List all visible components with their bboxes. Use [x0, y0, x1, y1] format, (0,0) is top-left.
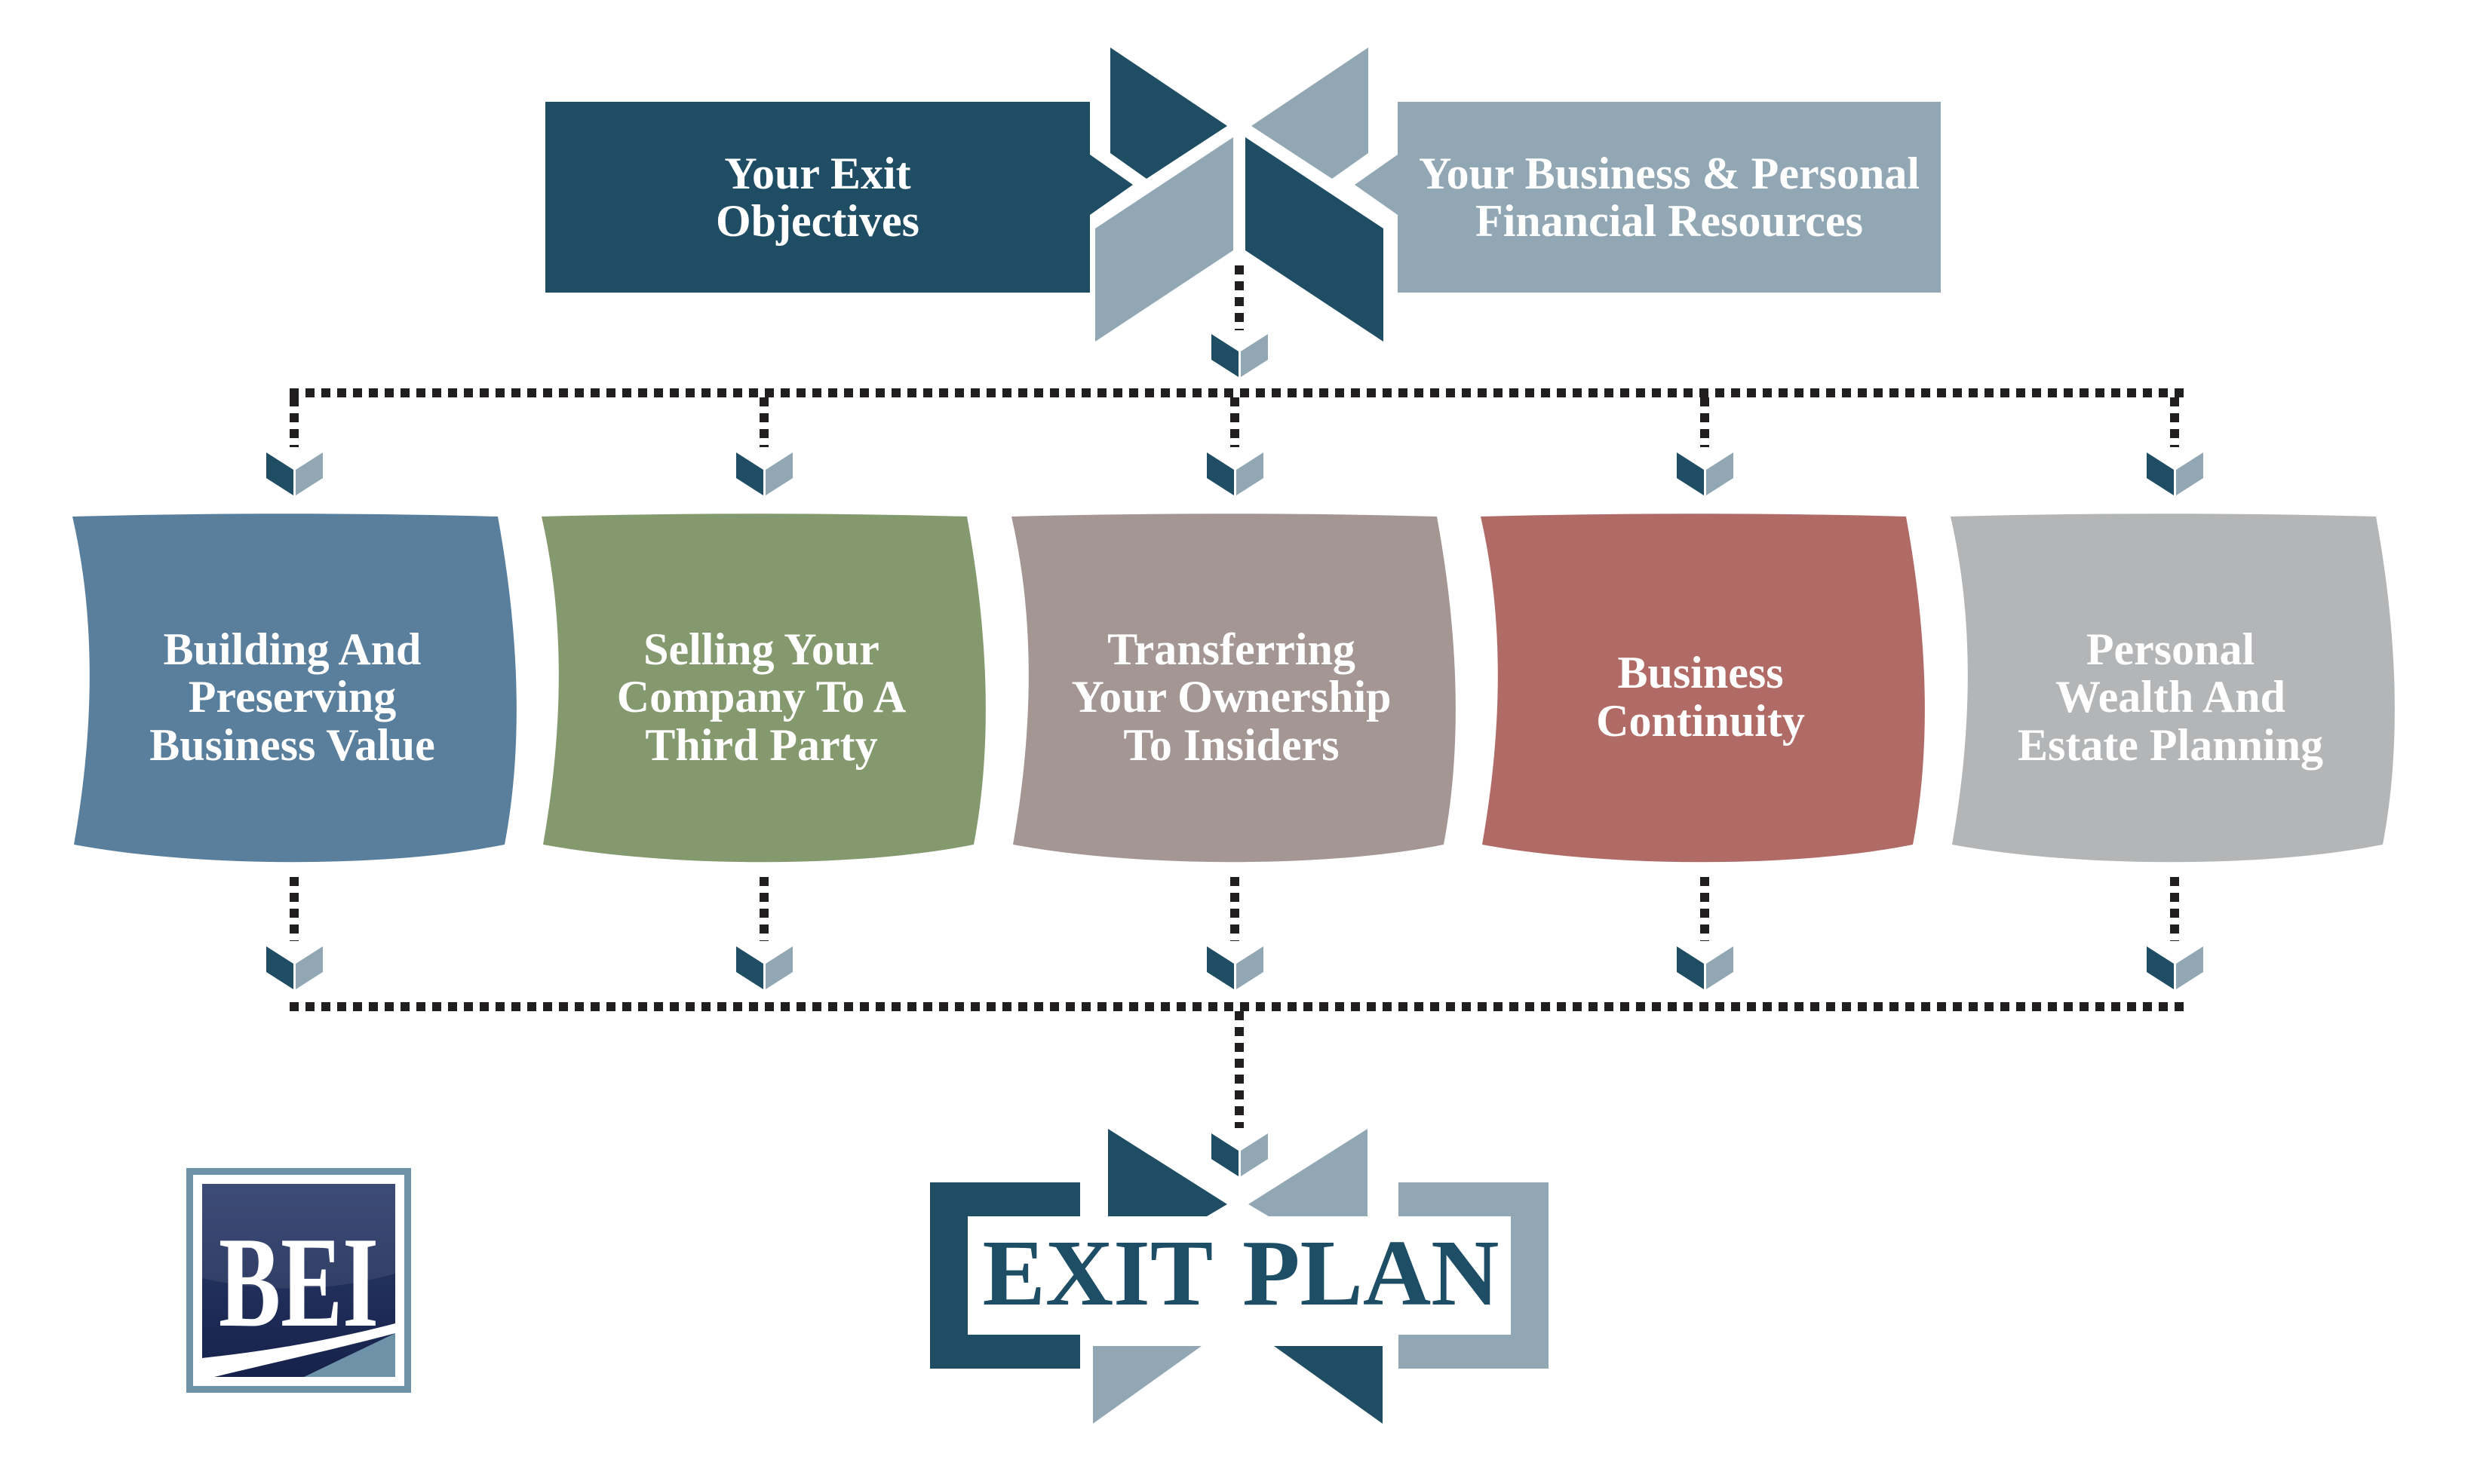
- exit-plan-seal: [930, 1129, 1549, 1424]
- chevron-down-arrow-icon: [1677, 946, 1733, 989]
- chevron-down-arrow-icon: [1207, 452, 1263, 495]
- resources-box: Your Business & Personal Financial Resou…: [1398, 102, 1941, 293]
- dotted-connector: [290, 877, 299, 941]
- chevron-down-arrow-icon: [266, 946, 323, 989]
- strategy-label: Building And Preserving Business Value: [149, 624, 435, 770]
- objectives-box: Your Exit Objectives: [545, 102, 1090, 293]
- dotted-connector: [760, 397, 769, 447]
- dotted-connector: [2170, 877, 2179, 941]
- strategy-banner-shape: [1951, 514, 2395, 863]
- dotted-connector-top-rail: [290, 388, 2184, 397]
- bei-logo: BEI: [186, 1168, 411, 1393]
- right-bracket-shape: [1398, 1182, 1549, 1369]
- objectives-box-arrow-tip: [1090, 155, 1133, 215]
- strategy-banner-shape: [1011, 514, 1456, 863]
- strategy-banner: Selling Your Company To A Third Party: [541, 514, 993, 869]
- bei-logo-text: BEI: [219, 1211, 379, 1354]
- strategy-banner-shape: [1481, 514, 1925, 863]
- strategy-label: Personal Wealth And Estate Planning: [2017, 624, 2324, 770]
- chevron-down-arrow-icon: [1677, 452, 1733, 495]
- dotted-connector: [760, 877, 769, 941]
- dotted-connector: [1700, 877, 1709, 941]
- dotted-connector-bottom-rail: [290, 1002, 2184, 1011]
- dotted-connector: [1230, 397, 1239, 447]
- strategy-banner-shape: [72, 514, 517, 863]
- dotted-connector: [1235, 265, 1244, 330]
- dotted-connector: [290, 397, 299, 447]
- chevron-down-arrow-icon: [2147, 452, 2203, 495]
- dotted-connector: [1230, 877, 1239, 941]
- resources-label: Your Business & Personal Financial Resou…: [1419, 148, 1920, 246]
- strategy-banner: Building And Preserving Business Value: [72, 514, 524, 869]
- logo-road-swoosh: [202, 1323, 395, 1377]
- chevron-down-arrow-icon: [1211, 1133, 1268, 1176]
- chevron-down-arrow-icon: [736, 946, 793, 989]
- chevron-down-arrow-icon: [1211, 334, 1268, 377]
- objectives-label: Your Exit Objectives: [716, 148, 919, 246]
- resources-box-arrow-tip: [1355, 155, 1398, 215]
- strategy-label: Selling Your Company To A Third Party: [616, 624, 907, 770]
- chevron-down-arrow-icon: [2147, 946, 2203, 989]
- logo-corner-triangle: [304, 1333, 395, 1377]
- strategy-label: Transferring Your Ownership To Insiders: [1071, 624, 1392, 770]
- strategy-banner-shape: [542, 514, 986, 863]
- strategy-banner: Personal Wealth And Estate Planning: [1950, 514, 2402, 869]
- dotted-connector: [1700, 397, 1709, 447]
- exit-plan-label: EXIT PLAN: [982, 1222, 1499, 1326]
- chevron-down-arrow-icon: [1207, 946, 1263, 989]
- chevron-down-arrow-icon: [736, 452, 793, 495]
- strategy-banner: Transferring Your Ownership To Insiders: [1011, 514, 1463, 869]
- bowtie-x-icon: [1095, 48, 1383, 342]
- dotted-connector: [2170, 397, 2179, 447]
- left-bracket-shape: [930, 1182, 1080, 1369]
- strategy-label: Business Continuity: [1596, 648, 1805, 746]
- chevron-down-arrow-icon: [266, 452, 323, 495]
- dotted-connector: [1235, 1011, 1244, 1128]
- strategy-banner: Business Continuity: [1480, 514, 1932, 869]
